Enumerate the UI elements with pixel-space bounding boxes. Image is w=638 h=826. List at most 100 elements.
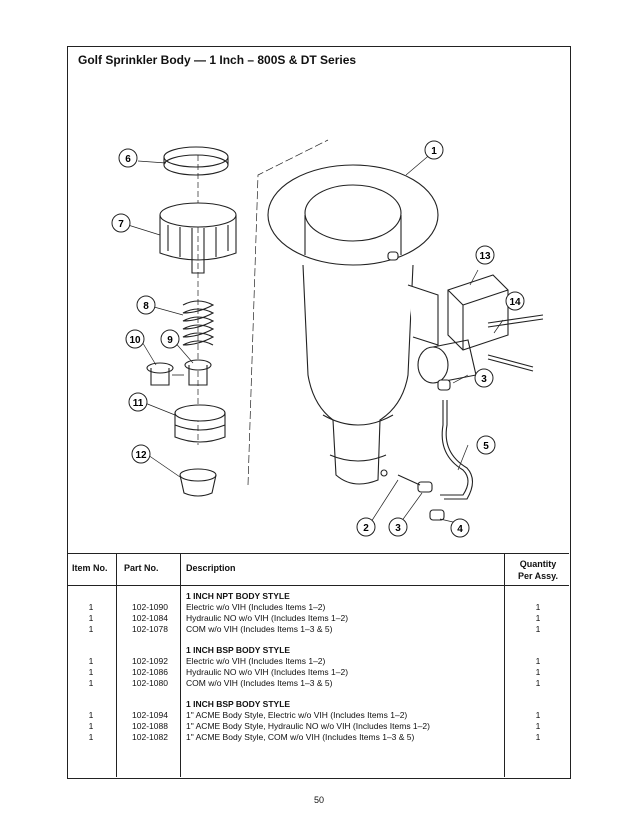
row-desc: Hydraulic NO w/o VIH (Includes Items 1–2… xyxy=(186,613,349,623)
row-desc: 1" ACME Body Style, COM w/o VIH (Include… xyxy=(186,732,415,742)
row-item: 1 xyxy=(88,667,94,677)
diagram-svg: 1 2 3 3 4 xyxy=(111,139,544,538)
row-desc: Electric w/o VIH (Includes Items 1–2) xyxy=(186,656,326,666)
callout-6: 6 xyxy=(118,148,138,168)
parts-sheet-frame: Golf Sprinkler Body — 1 Inch – 800S & DT… xyxy=(67,46,571,779)
page-number: 50 xyxy=(313,795,324,805)
fitting-parts xyxy=(397,379,451,521)
solenoid-part xyxy=(417,274,509,384)
callout-12: 12 xyxy=(131,444,151,464)
row-qty: 1 xyxy=(535,710,541,720)
row-qty: 1 xyxy=(535,624,541,634)
header-item-no: Item No. xyxy=(72,563,108,573)
spring-part xyxy=(182,300,215,346)
row-qty: 1 xyxy=(535,613,541,623)
svg-text:2: 2 xyxy=(363,523,369,534)
callout-9: 9 xyxy=(160,329,180,349)
row-part: 102-1088 xyxy=(132,721,168,731)
header-description: Description xyxy=(186,563,236,573)
svg-text:3: 3 xyxy=(395,523,401,534)
group-title: 1 INCH NPT BODY STYLE xyxy=(186,591,290,601)
page-title: Golf Sprinkler Body — 1 Inch – 800S & DT… xyxy=(78,53,357,67)
table-col-divider xyxy=(504,553,505,777)
row-part: 102-1082 xyxy=(132,732,168,742)
screw-part xyxy=(487,314,544,372)
callout-1: 1 xyxy=(424,140,444,160)
callout-11: 11 xyxy=(128,392,148,412)
callout-3a: 3 xyxy=(388,517,408,537)
svg-text:13: 13 xyxy=(479,251,491,262)
parts-table: Item No. Part No. Description Quantity P… xyxy=(68,553,569,777)
svg-text:5: 5 xyxy=(483,441,489,452)
row-part: 102-1090 xyxy=(132,602,168,612)
row-part: 102-1086 xyxy=(132,667,168,677)
row-item: 1 xyxy=(88,656,94,666)
table-col-divider xyxy=(116,553,117,777)
header-per-assy: Per Assy. xyxy=(517,571,559,581)
row-desc: COM w/o VIH (Includes Items 1–3 & 5) xyxy=(186,678,333,688)
row-desc: Hydraulic NO w/o VIH (Includes Items 1–2… xyxy=(186,667,349,677)
plunger-part xyxy=(184,359,212,386)
row-item: 1 xyxy=(88,678,94,688)
svg-text:4: 4 xyxy=(457,524,463,535)
row-item: 1 xyxy=(88,710,94,720)
svg-text:3: 3 xyxy=(481,374,487,385)
table-top-rule xyxy=(68,553,569,554)
row-item: 1 xyxy=(88,602,94,612)
table-header-rule xyxy=(68,585,569,586)
row-part: 102-1078 xyxy=(132,624,168,634)
svg-text:11: 11 xyxy=(133,398,144,409)
callout-8: 8 xyxy=(136,295,156,315)
svg-text:8: 8 xyxy=(143,301,149,312)
tube-part xyxy=(440,400,474,500)
row-desc: 1" ACME Body Style, Electric w/o VIH (In… xyxy=(186,710,408,720)
svg-text:12: 12 xyxy=(135,450,147,461)
table-col-divider xyxy=(180,553,181,777)
group-title: 1 INCH BSP BODY STYLE xyxy=(186,645,291,655)
row-qty: 1 xyxy=(535,667,541,677)
callout-14: 14 xyxy=(505,291,525,311)
snap-ring-part xyxy=(163,146,229,176)
filter-part xyxy=(179,468,217,497)
row-part: 102-1092 xyxy=(132,656,168,666)
header-quantity: Quantity xyxy=(519,559,557,569)
row-item: 1 xyxy=(88,624,94,634)
row-qty: 1 xyxy=(535,678,541,688)
row-part: 102-1084 xyxy=(132,613,168,623)
svg-text:7: 7 xyxy=(118,219,124,230)
plunger-alt-part xyxy=(146,362,184,386)
svg-text:14: 14 xyxy=(509,297,521,308)
row-item: 1 xyxy=(88,721,94,731)
row-qty: 1 xyxy=(535,656,541,666)
callout-3b: 3 xyxy=(474,368,494,388)
row-qty: 1 xyxy=(535,732,541,742)
row-desc: 1" ACME Body Style, Hydraulic NO w/o VIH… xyxy=(186,721,430,731)
row-desc: COM w/o VIH (Includes Items 1–3 & 5) xyxy=(186,624,333,634)
svg-text:1: 1 xyxy=(431,146,437,157)
callout-13: 13 xyxy=(475,245,495,265)
callout-5: 5 xyxy=(476,435,496,455)
row-desc: Electric w/o VIH (Includes Items 1–2) xyxy=(186,602,326,612)
row-qty: 1 xyxy=(535,602,541,612)
exploded-parts-diagram: 1 2 3 3 4 xyxy=(68,75,569,553)
ratchet-housing-part xyxy=(159,202,237,274)
svg-text:10: 10 xyxy=(129,335,141,346)
callouts: 1 2 3 3 4 xyxy=(111,140,525,538)
row-item: 1 xyxy=(88,732,94,742)
leader-lines xyxy=(127,151,504,523)
svg-text:9: 9 xyxy=(167,335,173,346)
row-qty: 1 xyxy=(535,721,541,731)
group-title: 1 INCH BSP BODY STYLE xyxy=(186,699,291,709)
svg-text:6: 6 xyxy=(125,154,131,165)
assembly-guide-line xyxy=(247,139,329,486)
callout-10: 10 xyxy=(125,329,145,349)
header-part-no: Part No. xyxy=(124,563,159,573)
row-part: 102-1080 xyxy=(132,678,168,688)
valve-seat-part xyxy=(174,404,226,443)
row-item: 1 xyxy=(88,613,94,623)
callout-2: 2 xyxy=(356,517,376,537)
sprinkler-body-part xyxy=(267,164,439,485)
row-part: 102-1094 xyxy=(132,710,168,720)
callout-4: 4 xyxy=(450,518,470,538)
callout-7: 7 xyxy=(111,213,131,233)
